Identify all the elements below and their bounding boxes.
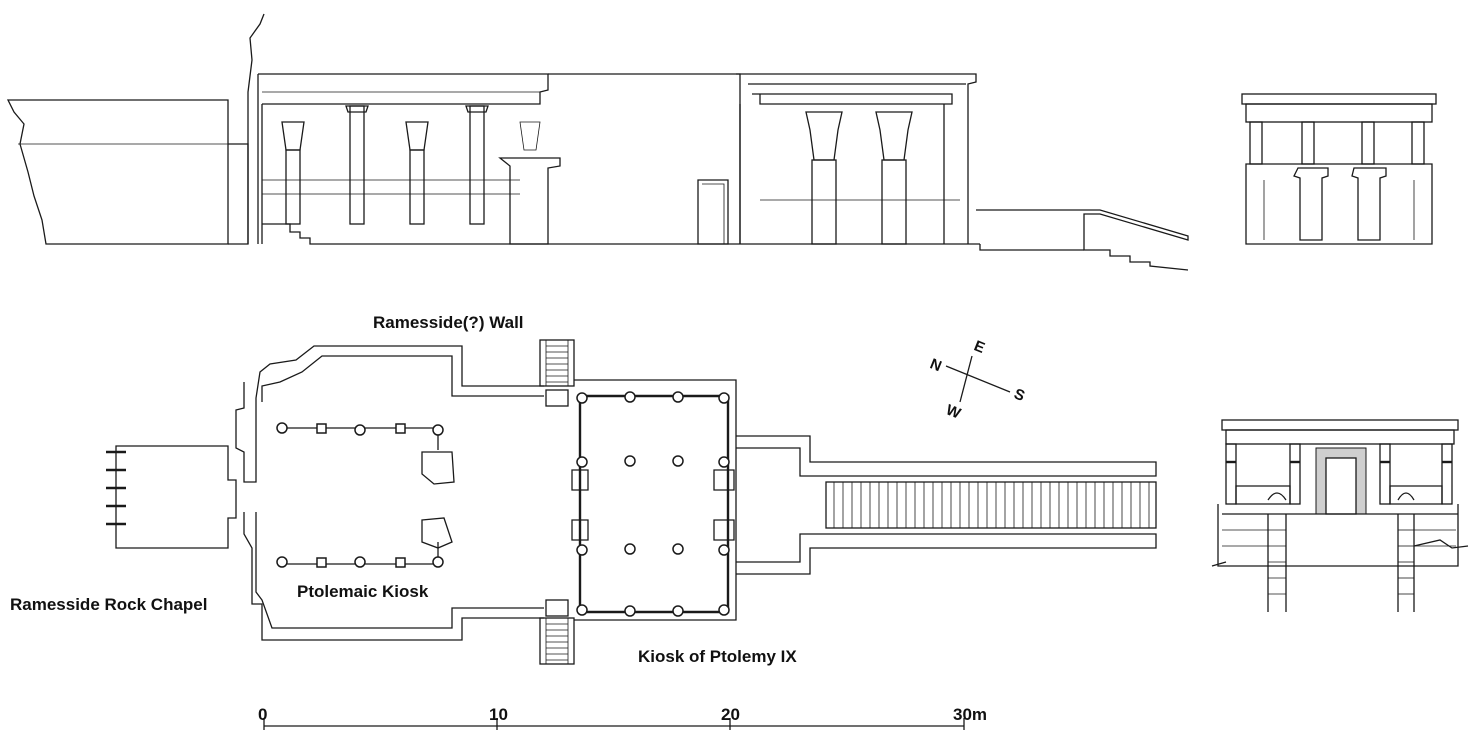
scale-tick-10: 10 [489, 705, 508, 724]
longitudinal-section [6, 13, 1189, 271]
scale-tick-0: 0 [258, 705, 267, 724]
ground-plan [106, 339, 1157, 665]
label-ptolemaic-kiosk: Ptolemaic Kiosk [297, 582, 429, 601]
compass-south: S [1011, 385, 1027, 405]
compass-rose: N E S W [927, 337, 1027, 422]
compass-east: E [971, 337, 987, 357]
front-elevation [1241, 93, 1437, 245]
scale-bar: 0 10 20 30m [258, 705, 987, 730]
ramp-hatching [833, 482, 1150, 528]
scale-tick-20: 20 [721, 705, 740, 724]
compass-north: N [927, 355, 943, 375]
compass-west: W [943, 401, 963, 422]
label-ramesside-wall: Ramesside(?) Wall [373, 313, 524, 332]
label-kiosk-ptolemy-ix: Kiosk of Ptolemy IX [638, 647, 797, 666]
scale-tick-30m: 30m [953, 705, 987, 724]
side-elevation [1211, 419, 1469, 612]
label-rock-chapel: Ramesside Rock Chapel [10, 595, 207, 614]
